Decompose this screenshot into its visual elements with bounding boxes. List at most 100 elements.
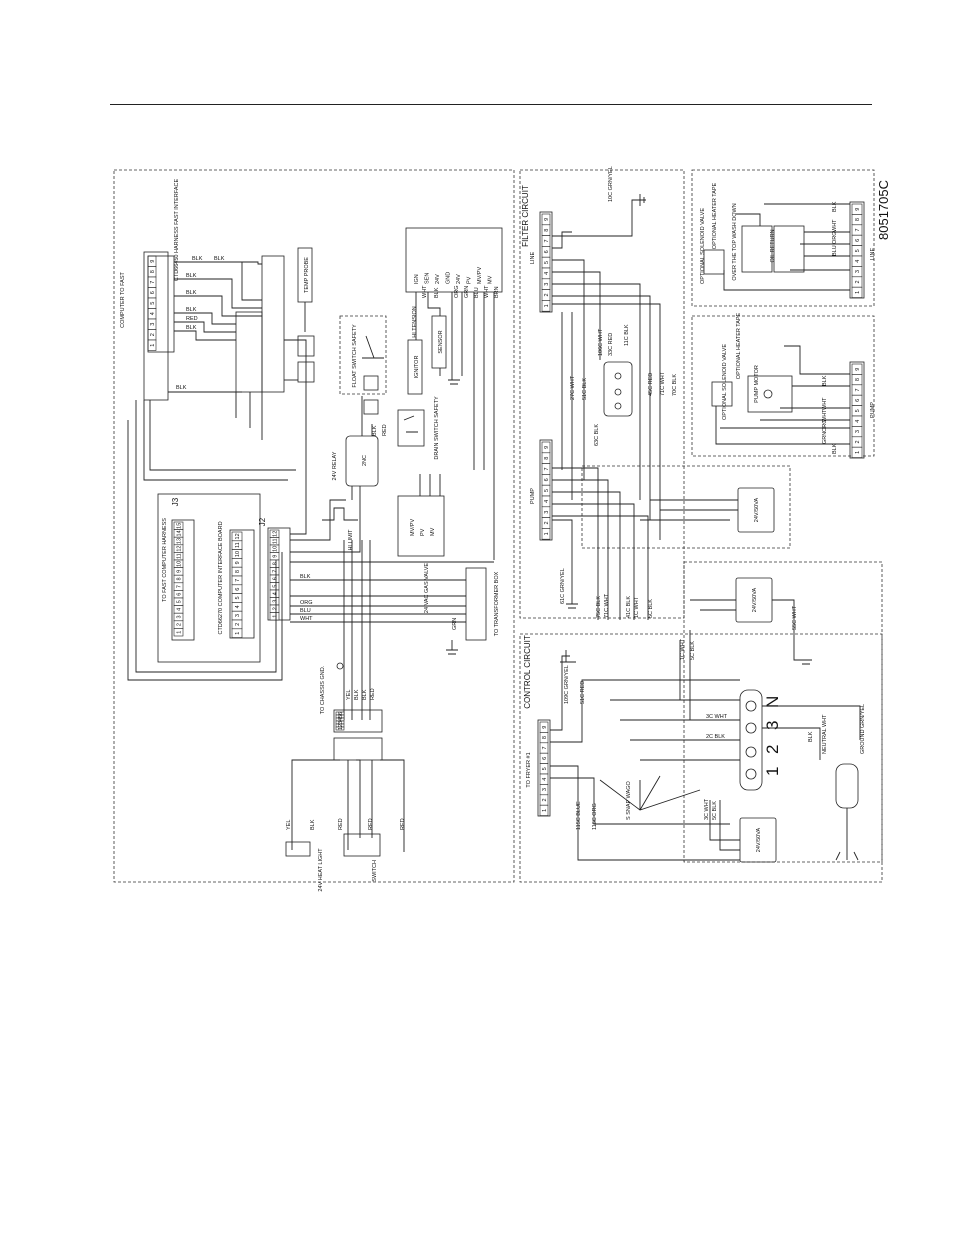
module-terminal: PV — [467, 276, 473, 284]
filter-line-pin-number: 4 — [544, 272, 550, 275]
heater-line-pin-number: 3 — [855, 270, 861, 273]
module-terminal: IGN — [414, 274, 420, 284]
svg-text:TO CHASSIS GND.: TO CHASSIS GND. — [320, 665, 326, 714]
filter-circuit: FILTER CIRCUIT LINE PUMP L P 98765432198… — [521, 166, 775, 620]
svg-text:1: 1 — [763, 767, 782, 776]
j2-pin-number: 5 — [235, 596, 241, 599]
j3-pin-number: 4 — [177, 608, 183, 611]
j3-pin-number: 15 — [177, 523, 183, 529]
svg-text:RED: RED — [370, 688, 376, 700]
svg-text:WHT: WHT — [300, 616, 313, 622]
svg-text:BLK: BLK — [362, 689, 368, 700]
svg-text:5C BLK: 5C BLK — [690, 641, 696, 660]
fryer-pin-number: 4 — [542, 778, 548, 781]
svg-text:RED: RED — [186, 316, 198, 322]
svg-text:51C RED: 51C RED — [580, 681, 586, 704]
board-out-pin-number: 2 — [273, 607, 279, 610]
svg-text:OPTIONAL HEATER TAPE: OPTIONAL HEATER TAPE — [736, 312, 742, 379]
svg-text:FLOAT SWITCH SAFETY: FLOAT SWITCH SAFETY — [352, 324, 358, 388]
svg-text:WHT: WHT — [422, 285, 428, 298]
panel-optional-heater-outline — [691, 169, 875, 307]
j3-pin-number: 1 — [177, 631, 183, 634]
svg-text:IGNITOR: IGNITOR — [414, 356, 420, 379]
j3-pin-number: 11 — [177, 553, 183, 559]
filter-pump-pin-number: 4 — [544, 500, 550, 503]
j3-pin-number: 9 — [177, 570, 183, 573]
filter-pump-pin-number: 8 — [544, 457, 550, 460]
j2-pin-number: 8 — [235, 570, 241, 573]
valve-terminal: MV/PV — [410, 519, 416, 536]
svg-text:3: 3 — [763, 721, 782, 730]
bottom-a-pin-number: 1 — [338, 727, 344, 730]
svg-text:J2: J2 — [258, 517, 267, 526]
board-out-pin-number: 9 — [273, 555, 279, 558]
svg-text:24V RELAY: 24V RELAY — [332, 451, 338, 480]
j3-pin-number: 10 — [177, 561, 183, 567]
j2-pin — [231, 628, 243, 638]
svg-text:BRN: BRN — [494, 286, 500, 298]
label-fast-harness: CTD66450 HARNESS FAST INTERFACE — [174, 179, 180, 282]
pump-pin-number: 9 — [855, 368, 861, 371]
svg-text:24 VAC GAS VALVE: 24 VAC GAS VALVE — [424, 563, 430, 613]
svg-text:GROUND GRN/YEL: GROUND GRN/YEL — [860, 704, 866, 754]
computer-to-fast-pin-number: 6 — [150, 291, 156, 294]
svg-text:ORG: ORG — [454, 285, 460, 298]
svg-text:WHT: WHT — [822, 409, 828, 422]
svg-text:TO FRYER #1: TO FRYER #1 — [526, 752, 532, 787]
page-top-rule — [110, 104, 872, 105]
label-computer-to-fast: COMPUTER TO FAST — [120, 272, 126, 328]
heater-line-pin-number: 4 — [855, 260, 861, 263]
svg-text:BLK: BLK — [192, 256, 203, 262]
svg-text:ORG: ORG — [300, 600, 313, 606]
svg-text:BLK: BLK — [354, 689, 360, 700]
svg-text:55C WHT: 55C WHT — [792, 605, 798, 630]
svg-text:YEL: YEL — [286, 820, 292, 830]
svg-text:TO FAST COMPUTER HARNESS: TO FAST COMPUTER HARNESS — [162, 518, 168, 602]
j3-pin-number: 6 — [177, 593, 183, 596]
svg-text:PUMP: PUMP — [530, 488, 536, 504]
j2-pin-number: 11 — [235, 542, 241, 548]
panel-filter-outline — [519, 169, 685, 619]
svg-text:109C GRN/YEL: 109C GRN/YEL — [564, 665, 570, 704]
svg-text:RED: RED — [382, 424, 388, 436]
fryer-pin-number: 7 — [542, 746, 548, 749]
heater-line-pin-number: 2 — [855, 280, 861, 283]
j2-pin-number: 10 — [235, 551, 241, 557]
fryer-pin-number: 8 — [542, 736, 548, 739]
module-terminal: 24V — [456, 274, 462, 284]
board-out-pin-number: 10 — [273, 546, 279, 552]
filter-pump-pin-number: 9 — [544, 446, 550, 449]
svg-text:DRAIN SWITCH SAFETY: DRAIN SWITCH SAFETY — [434, 396, 440, 460]
computer-to-fast-pin-number: 8 — [150, 270, 156, 273]
svg-text:BLK: BLK — [434, 287, 440, 298]
heater-line-pin-number: 5 — [855, 249, 861, 252]
svg-text:CTD66270 COMPUTER INTERFACE BO: CTD66270 COMPUTER INTERFACE BOARD — [218, 521, 224, 634]
pump-pin-number: 4 — [855, 420, 861, 423]
heater-line-pin-number: 1 — [855, 291, 861, 294]
temp-probe: TEMP PROBE — [284, 247, 315, 383]
computer-to-fast-pin-number: 5 — [150, 302, 156, 305]
svg-text:24V/50VA: 24V/50VA — [756, 827, 762, 852]
j3-pin-number: 3 — [177, 615, 183, 618]
bottom-a-pin-number: 6 — [338, 712, 344, 715]
svg-text:WHT: WHT — [832, 219, 838, 232]
computer-to-fast-pin-number: 7 — [150, 281, 156, 284]
svg-text:71C WHT: 71C WHT — [604, 593, 610, 618]
svg-text:2C BLK: 2C BLK — [706, 734, 725, 740]
svg-text:115C BLUE: 115C BLUE — [576, 801, 582, 830]
drain-switch-safety: DRAIN SWITCH SAFETY — [397, 396, 440, 460]
connector-transformer-box: TO TRANSFORMER BOX BLK ORG BLU WHT GRN — [290, 567, 500, 655]
heater-line-pin — [851, 286, 863, 298]
j2-pin-number: 4 — [235, 605, 241, 608]
fryer-pin-number: 5 — [542, 767, 548, 770]
j3-pin-number: 8 — [177, 577, 183, 580]
j3-pin-number: 13 — [177, 538, 183, 544]
filter-pump-pin — [541, 528, 551, 540]
svg-text:45C RED: 45C RED — [648, 373, 654, 396]
module-terminal: 24V — [435, 274, 441, 284]
module-terminal: MV — [488, 275, 494, 284]
svg-text:24V HEAT LIGHT: 24V HEAT LIGHT — [318, 848, 324, 892]
